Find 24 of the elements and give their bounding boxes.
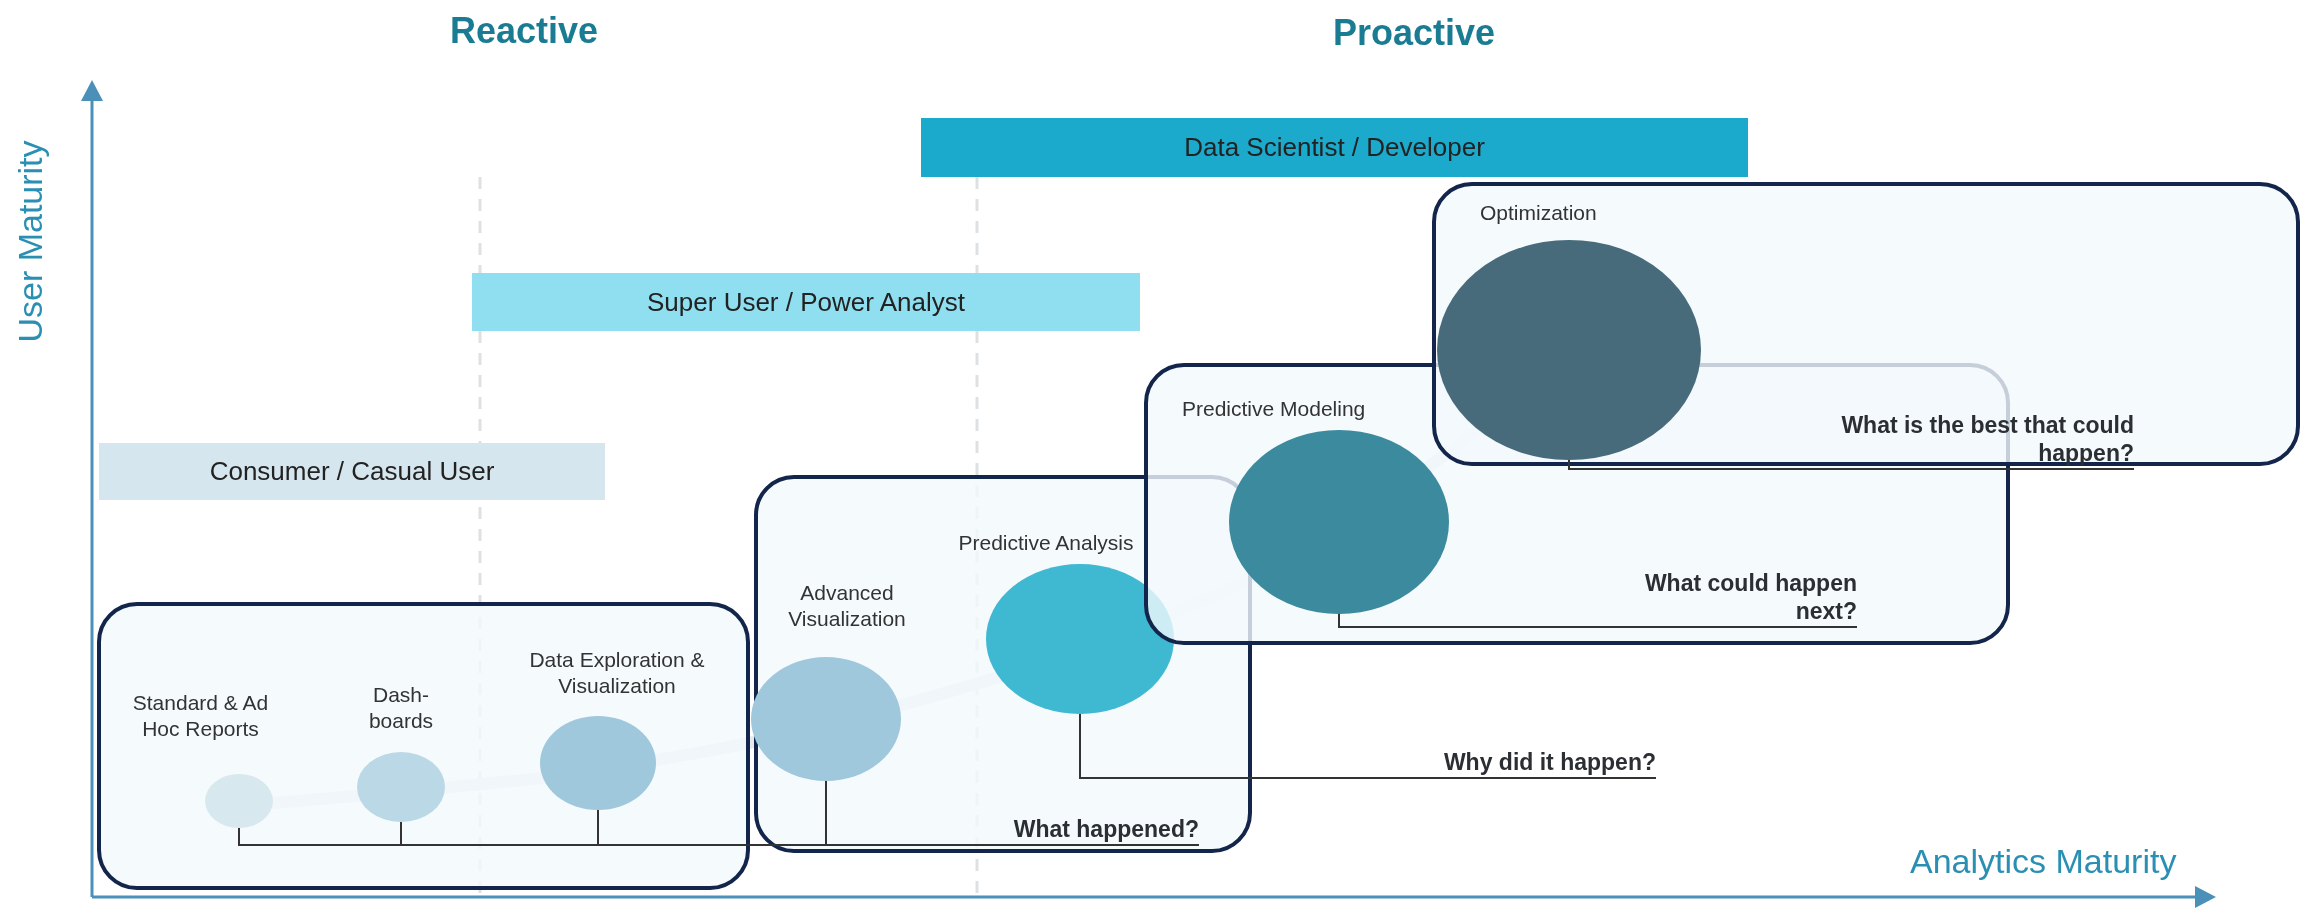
leader-line (1338, 613, 1858, 628)
leader-line (1079, 713, 1657, 779)
axis-heading: Reactive (448, 9, 600, 53)
stage-label: Predictive Modeling (1182, 396, 1367, 422)
axis-heading: Analytics Maturity (1910, 841, 2178, 882)
question-text: Why did it happen? (1443, 748, 1656, 777)
stage-label: Dash- boards (367, 682, 435, 734)
question-text: What is the best that could happen? (1840, 411, 2134, 468)
role-bar: Super User / Power Analyst (472, 273, 1140, 331)
role-bar: Data Scientist / Developer (921, 118, 1748, 177)
rounded-panel (97, 602, 750, 890)
leader-line (1568, 459, 2135, 470)
rounded-panel (754, 475, 1252, 853)
question-text: What happened? (1013, 815, 1199, 844)
stage-label: Data Exploration & Visualization (528, 647, 706, 699)
stage-label: Standard & Ad Hoc Reports (131, 690, 270, 742)
question-text: What could happen next? (1643, 569, 1857, 626)
axis-heading: Proactive (1331, 11, 1497, 55)
stage-label: Advanced Visualization (787, 580, 907, 632)
rounded-panel (1432, 182, 2300, 466)
role-bar: Consumer / Casual User (99, 443, 605, 500)
axis-heading: User Maturity (9, 139, 50, 345)
stage-label: Predictive Analysis (957, 530, 1135, 556)
stage-label: Optimization (1480, 200, 1598, 226)
